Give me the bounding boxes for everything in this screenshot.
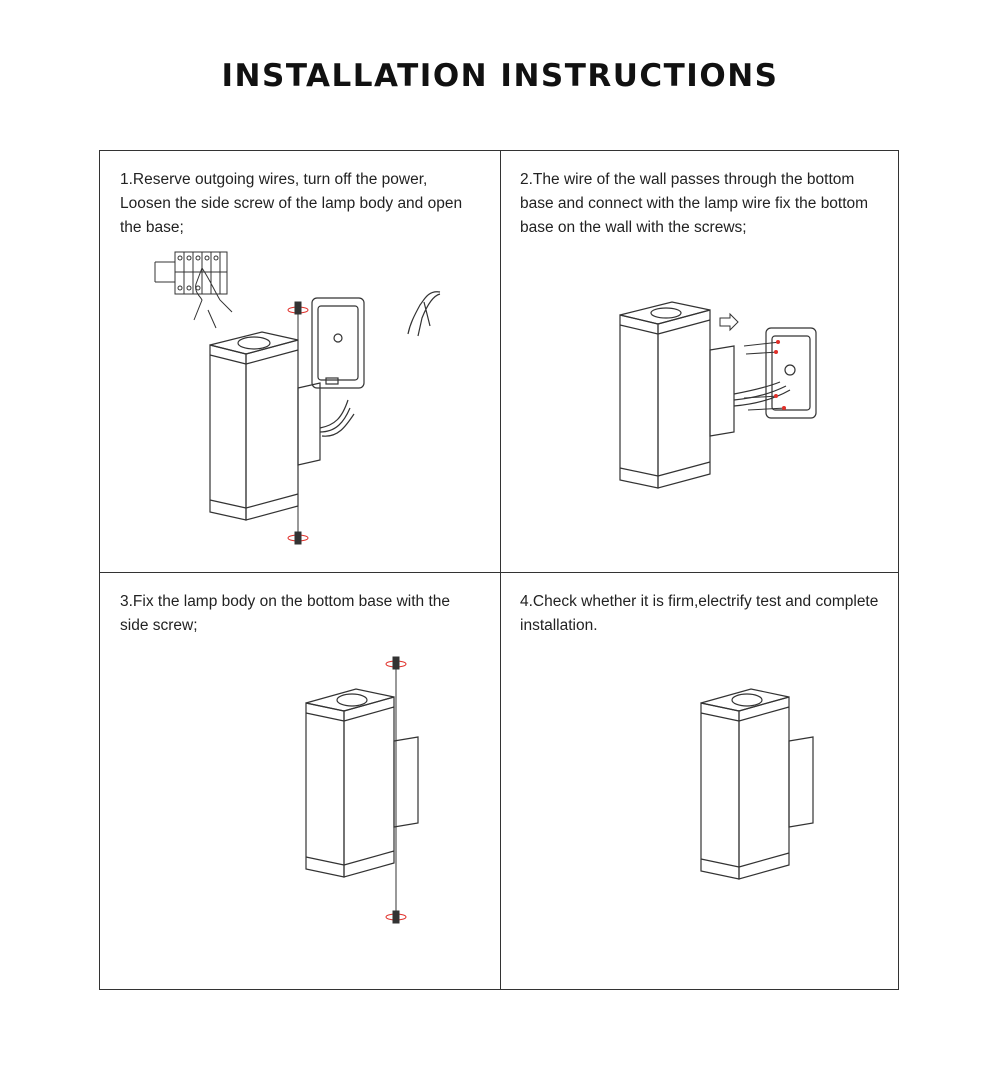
wire-icon xyxy=(407,291,441,337)
grid-divider-vertical xyxy=(500,150,501,990)
page-title: INSTALLATION INSTRUCTIONS xyxy=(221,58,779,94)
arrow-right-icon xyxy=(719,312,739,332)
wire-icon xyxy=(733,381,791,407)
lamp-icon xyxy=(619,301,735,489)
grid-divider-horizontal xyxy=(99,572,899,573)
lamp-icon xyxy=(305,688,419,878)
step-1-illustration xyxy=(154,251,441,545)
step-3-illustration xyxy=(305,656,419,924)
step-2-illustration xyxy=(619,301,817,489)
hand-icon xyxy=(193,267,233,329)
lamp-icon xyxy=(209,331,355,521)
base-plate-icon xyxy=(311,297,365,389)
screw-icon xyxy=(743,340,787,411)
step-2-text: 2.The wire of the wall passes through th… xyxy=(520,171,869,236)
screw-icon xyxy=(287,301,309,545)
lamp-icon xyxy=(700,688,814,880)
step-4-illustration xyxy=(700,688,814,880)
instruction-grid xyxy=(99,150,899,990)
step-1-text: 1.Reserve outgoing wires, turn off the p… xyxy=(120,171,463,236)
terminal-block-icon xyxy=(154,251,228,295)
screw-icon xyxy=(385,656,407,924)
step-3-text: 3.Fix the lamp body on the bottom base w… xyxy=(120,593,450,634)
step-4-text: 4.Check whether it is firm,electrify tes… xyxy=(520,593,879,634)
base-plate-icon xyxy=(765,327,817,419)
